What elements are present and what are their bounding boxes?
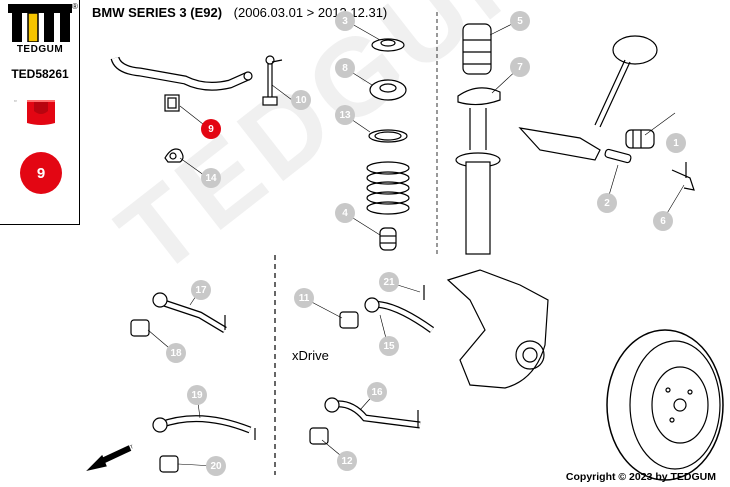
- steering-rack-icon: [518, 35, 695, 191]
- registered-mark: ®: [72, 2, 78, 11]
- bushing-bracket-icon: [164, 148, 184, 163]
- control-arm-16-icon: [309, 397, 421, 445]
- callout-14[interactable]: 14: [201, 168, 221, 188]
- callout-7[interactable]: 7: [510, 57, 530, 77]
- callout-6[interactable]: 6: [653, 211, 673, 231]
- callout-2[interactable]: 2: [597, 193, 617, 213]
- callout-11[interactable]: 11: [294, 288, 314, 308]
- vehicle-model: BMW SERIES 3 (E92): [92, 5, 223, 20]
- thumbnail-marker: ▫: [14, 98, 17, 105]
- xdrive-control-arm-icon: [339, 285, 435, 333]
- front-label: FRONT: [116, 444, 134, 457]
- strut-mount-stack-icon: [368, 38, 408, 143]
- bump-stop-icon: [379, 227, 397, 251]
- control-arm-19-icon: [152, 415, 256, 473]
- tedgum-logo-icon: [8, 4, 72, 42]
- callout-19[interactable]: 19: [187, 385, 207, 405]
- product-code: TED58261: [11, 67, 69, 81]
- callout-1[interactable]: 1: [666, 133, 686, 153]
- callout-3[interactable]: 3: [335, 11, 355, 31]
- spring-pad-icon: [457, 87, 501, 106]
- callout-8[interactable]: 8: [335, 58, 355, 78]
- wheel-drum-icon: [606, 329, 724, 481]
- callout-10[interactable]: 10: [291, 90, 311, 110]
- position-badge: 9: [20, 152, 62, 194]
- callout-16[interactable]: 16: [367, 382, 387, 402]
- xdrive-label: xDrive: [292, 348, 329, 363]
- front-direction-arrow-icon: [86, 445, 132, 472]
- callout-4[interactable]: 4: [335, 203, 355, 223]
- callout-20[interactable]: 20: [206, 456, 226, 476]
- callout-15[interactable]: 15: [379, 336, 399, 356]
- callout-18[interactable]: 18: [166, 343, 186, 363]
- stabilizer-link-icon: [262, 55, 283, 106]
- callout-9[interactable]: 9: [201, 119, 221, 139]
- callout-13[interactable]: 13: [335, 105, 355, 125]
- callout-17[interactable]: 17: [191, 280, 211, 300]
- product-sidebar: ® TEDGUM TED58261 ▫ 9: [0, 0, 80, 225]
- stabilizer-bushing-icon[interactable]: [24, 97, 58, 127]
- callout-12[interactable]: 12: [337, 451, 357, 471]
- dust-boot-icon: [462, 23, 492, 75]
- copyright-notice: Copyright © 2023 by TEDGUM: [565, 471, 716, 483]
- control-arm-17-icon: [130, 292, 227, 337]
- bar-bushing-icon: [164, 94, 180, 112]
- coil-spring-icon: [366, 161, 410, 215]
- shock-absorber-icon: [455, 108, 501, 255]
- callout-21[interactable]: 21: [379, 272, 399, 292]
- steering-knuckle-icon: [446, 269, 549, 389]
- callout-5[interactable]: 5: [510, 11, 530, 31]
- stabilizer-bar-icon: [110, 56, 253, 91]
- brand-name: TEDGUM: [16, 44, 64, 55]
